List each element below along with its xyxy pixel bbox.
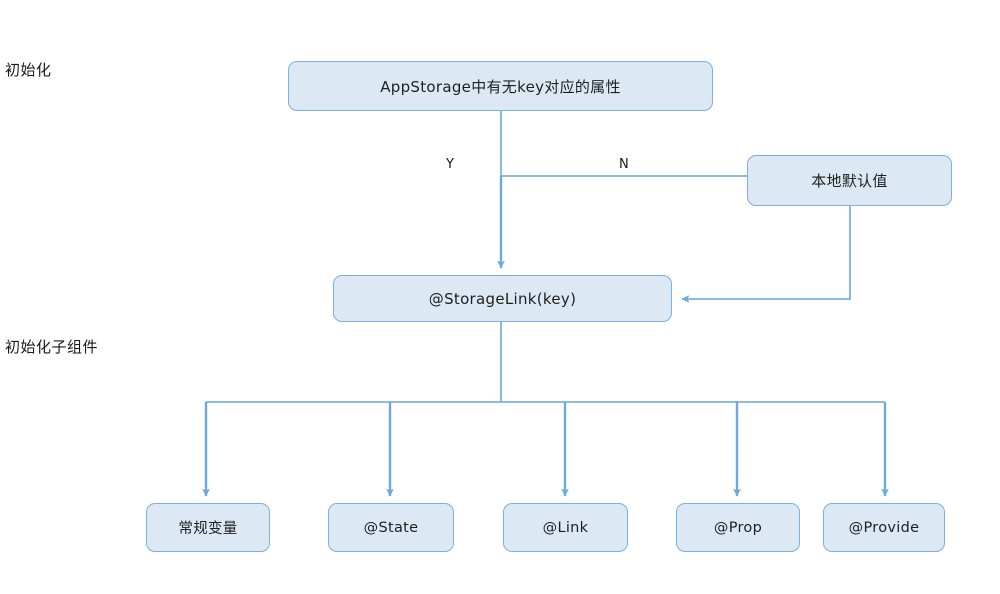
- edge-label-yes: Y: [446, 157, 454, 172]
- node-link-decorator[interactable]: @Link: [503, 503, 628, 552]
- stage-label-initialization: 初始化: [5, 61, 52, 79]
- node-prop-decorator[interactable]: @Prop: [676, 503, 800, 552]
- node-regular-variable[interactable]: 常规变量: [146, 503, 270, 552]
- node-local-default-value[interactable]: 本地默认值: [747, 155, 952, 206]
- node-state-decorator[interactable]: @State: [328, 503, 454, 552]
- node-storage-link[interactable]: @StorageLink(key): [333, 275, 672, 322]
- node-provide-decorator[interactable]: @Provide: [823, 503, 945, 552]
- node-decision-appstorage[interactable]: AppStorage中有无key对应的属性: [288, 61, 713, 111]
- stage-label-init-child-component: 初始化子组件: [5, 338, 99, 356]
- edge-label-no: N: [619, 157, 629, 172]
- wire-local-default-to-storagelink: [681, 206, 851, 303]
